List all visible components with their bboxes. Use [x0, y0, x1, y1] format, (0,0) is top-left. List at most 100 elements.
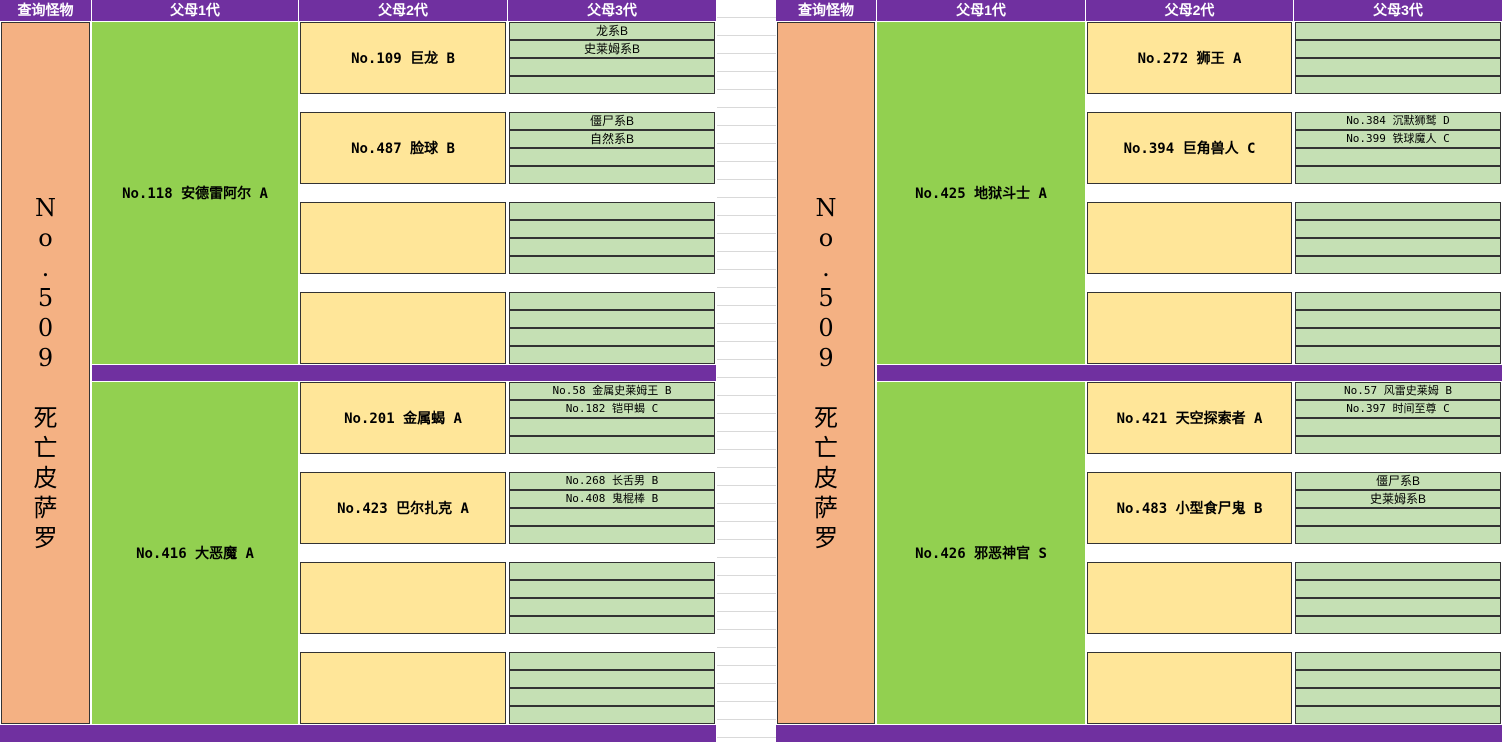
- parent3-cell[interactable]: No.397 时间至尊 C: [1295, 400, 1501, 418]
- parent3-cell[interactable]: [1295, 220, 1501, 238]
- column-header: 父母2代: [1086, 0, 1293, 21]
- query-monster-char: 皮: [33, 464, 58, 492]
- parent3-cell[interactable]: 僵尸系B: [1295, 472, 1501, 490]
- parent3-cell[interactable]: 史莱姆系B: [1295, 490, 1501, 508]
- parent3-cell[interactable]: [1295, 652, 1501, 670]
- parent3-cell[interactable]: [1295, 256, 1501, 274]
- parent3-cell[interactable]: [1295, 328, 1501, 346]
- parent2-cell[interactable]: [1087, 292, 1292, 364]
- parent3-cell[interactable]: [1295, 418, 1501, 436]
- query-monster-char: 皮: [814, 464, 838, 492]
- parent3-cell[interactable]: [1295, 706, 1501, 724]
- parent1-cell[interactable]: No.118 安德雷阿尔 A: [92, 22, 298, 364]
- parent2-cell[interactable]: No.487 脸球 B: [300, 112, 506, 184]
- parent3-cell[interactable]: 龙系B: [509, 22, 715, 40]
- parent3-cell[interactable]: [1295, 562, 1501, 580]
- parent3-cell[interactable]: [1295, 580, 1501, 598]
- parent3-cell[interactable]: [1295, 670, 1501, 688]
- parent2-cell[interactable]: [300, 652, 506, 724]
- parent3-cell[interactable]: [1295, 508, 1501, 526]
- parent3-cell[interactable]: [1295, 526, 1501, 544]
- parent3-cell[interactable]: No.182 铠甲蝎 C: [509, 400, 715, 418]
- parent3-cell[interactable]: 自然系B: [509, 130, 715, 148]
- parent3-cell[interactable]: [509, 58, 715, 76]
- parent3-cell[interactable]: [509, 220, 715, 238]
- parent3-cell[interactable]: [1295, 202, 1501, 220]
- parent3-cell[interactable]: [1295, 346, 1501, 364]
- parent3-cell[interactable]: [1295, 148, 1501, 166]
- parent3-cell[interactable]: [509, 580, 715, 598]
- parent3-cell[interactable]: [509, 418, 715, 436]
- query-monster-char: N: [815, 194, 837, 222]
- parent3-cell[interactable]: [1295, 292, 1501, 310]
- parent3-cell[interactable]: No.268 长舌男 B: [509, 472, 715, 490]
- parent3-cell[interactable]: [509, 526, 715, 544]
- query-monster-char: 罗: [33, 524, 58, 552]
- parent3-cell[interactable]: No.408 鬼棍棒 B: [509, 490, 715, 508]
- parent2-cell[interactable]: [1087, 562, 1292, 634]
- column-header-label: 父母1代: [956, 2, 1006, 18]
- parent3-name: No.182 铠甲蝎 C: [565, 402, 659, 415]
- parent3-cell[interactable]: [509, 616, 715, 634]
- parent2-cell[interactable]: No.421 天空探索者 A: [1087, 382, 1292, 454]
- parent3-cell[interactable]: [509, 688, 715, 706]
- query-monster-char: 0: [818, 314, 834, 342]
- parent3-cell[interactable]: [509, 328, 715, 346]
- parent3-cell[interactable]: [1295, 58, 1501, 76]
- parent2-name: No.483 小型食尸鬼 B: [1116, 501, 1263, 517]
- parent3-cell[interactable]: No.399 铁球魔人 C: [1295, 130, 1501, 148]
- parent2-cell[interactable]: [300, 292, 506, 364]
- parent2-cell[interactable]: [300, 202, 506, 274]
- parent2-cell[interactable]: No.483 小型食尸鬼 B: [1087, 472, 1292, 544]
- parent2-cell[interactable]: No.109 巨龙 B: [300, 22, 506, 94]
- parent3-cell[interactable]: [1295, 616, 1501, 634]
- parent2-cell[interactable]: No.201 金属蝎 A: [300, 382, 506, 454]
- parent3-cell[interactable]: 僵尸系B: [509, 112, 715, 130]
- parent3-cell[interactable]: [509, 148, 715, 166]
- parent3-cell[interactable]: [1295, 310, 1501, 328]
- parent3-cell[interactable]: [509, 436, 715, 454]
- column-header: 父母3代: [508, 0, 716, 21]
- parent3-cell[interactable]: No.58 金属史莱姆王 B: [509, 382, 715, 400]
- parent3-cell[interactable]: No.384 沉默狮鹫 D: [1295, 112, 1501, 130]
- parent3-cell[interactable]: [509, 562, 715, 580]
- parent3-cell[interactable]: [509, 310, 715, 328]
- parent3-cell[interactable]: [1295, 76, 1501, 94]
- parent3-cell[interactable]: No.57 风雷史莱姆 B: [1295, 382, 1501, 400]
- parent1-cell[interactable]: No.416 大恶魔 A: [92, 382, 298, 724]
- parent2-cell[interactable]: [1087, 202, 1292, 274]
- parent3-cell[interactable]: [1295, 40, 1501, 58]
- parent2-cell[interactable]: No.394 巨角兽人 C: [1087, 112, 1292, 184]
- column-header: 查询怪物: [0, 0, 91, 21]
- section-divider: [877, 365, 1502, 381]
- parent1-cell[interactable]: No.425 地狱斗士 A: [877, 22, 1085, 364]
- parent3-cell[interactable]: [509, 292, 715, 310]
- parent2-cell[interactable]: [300, 562, 506, 634]
- query-monster-char: 5: [37, 284, 54, 312]
- parent3-cell[interactable]: [509, 256, 715, 274]
- parent3-cell[interactable]: [509, 598, 715, 616]
- parent3-cell[interactable]: [509, 238, 715, 256]
- parent1-cell[interactable]: No.426 邪恶神官 S: [877, 382, 1085, 724]
- parent3-cell[interactable]: [1295, 166, 1501, 184]
- parent3-cell[interactable]: [509, 652, 715, 670]
- parent3-cell[interactable]: [509, 166, 715, 184]
- parent3-cell[interactable]: [509, 706, 715, 724]
- parent3-cell[interactable]: 史莱姆系B: [509, 40, 715, 58]
- parent3-cell[interactable]: [1295, 436, 1501, 454]
- parent3-cell[interactable]: [509, 508, 715, 526]
- parent3-cell[interactable]: [1295, 688, 1501, 706]
- parent3-cell[interactable]: [509, 670, 715, 688]
- parent3-cell[interactable]: [509, 202, 715, 220]
- parent2-cell[interactable]: No.272 狮王 A: [1087, 22, 1292, 94]
- parent3-cell[interactable]: [509, 346, 715, 364]
- parent2-cell[interactable]: No.423 巴尔扎克 A: [300, 472, 506, 544]
- parent3-cell[interactable]: [1295, 598, 1501, 616]
- parent2-cell[interactable]: [1087, 652, 1292, 724]
- parent3-cell[interactable]: [509, 76, 715, 94]
- parent3-cell[interactable]: [1295, 22, 1501, 40]
- column-header: 查询怪物: [776, 0, 876, 21]
- parent3-cell[interactable]: [1295, 238, 1501, 256]
